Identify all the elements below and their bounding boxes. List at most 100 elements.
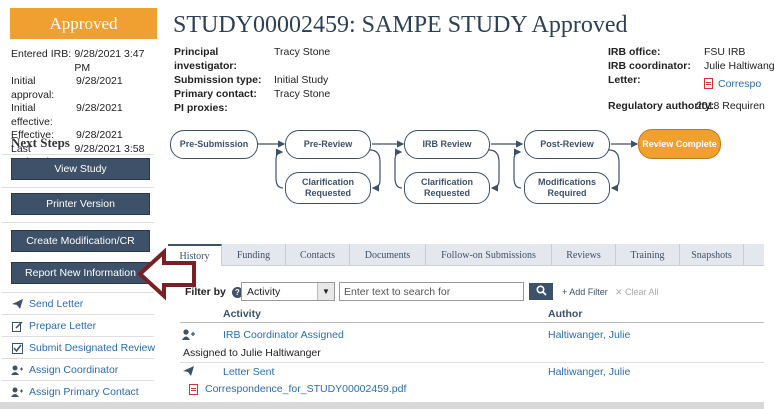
date-value: 9/28/2021 bbox=[76, 102, 123, 114]
primary-contact-value: Tracy Stone bbox=[274, 88, 331, 100]
printer-version-button[interactable]: Printer Version bbox=[11, 193, 150, 215]
study-details: Principal investigator: Tracy Stone Submi… bbox=[174, 45, 330, 115]
tab-follow-on-submissions[interactable]: Follow-on Submissions bbox=[426, 244, 552, 266]
divider bbox=[2, 358, 154, 359]
submit-designated-review-link[interactable]: Submit Designated Review bbox=[11, 342, 155, 354]
column-header-author[interactable]: Author bbox=[548, 308, 583, 320]
activity-detail: Assigned to Julie Haltiwanger bbox=[183, 347, 321, 359]
regulatory-value: 2018 Requiren bbox=[696, 100, 765, 112]
divider bbox=[180, 322, 764, 323]
report-new-information-button[interactable]: Report New Information bbox=[11, 262, 150, 284]
status-badge: Approved bbox=[10, 8, 157, 39]
letter-row: Letter: Correspo bbox=[608, 73, 775, 91]
tab-bar: History Funding Contacts Documents Follo… bbox=[168, 244, 764, 266]
activity-link[interactable]: IRB Coordinator Assigned bbox=[223, 329, 344, 341]
workflow-step-post-review: Post-Review bbox=[524, 130, 610, 159]
chevron-down-icon: ▼ bbox=[317, 283, 334, 300]
assign-coordinator-label: Assign Coordinator bbox=[29, 364, 119, 376]
search-button[interactable] bbox=[529, 283, 553, 300]
tab-training[interactable]: Training bbox=[616, 244, 680, 266]
column-header-activity[interactable]: Activity bbox=[223, 308, 261, 320]
divider bbox=[2, 292, 154, 293]
send-icon bbox=[183, 366, 194, 379]
workflow-step-pre-submission: Pre-Submission bbox=[170, 130, 258, 159]
divider bbox=[180, 362, 764, 363]
date-label: Initial approval: bbox=[11, 75, 55, 101]
prepare-letter-label: Prepare Letter bbox=[29, 320, 97, 332]
irb-coordinator-value: Julie Haltiwang bbox=[704, 60, 775, 72]
attachment-link[interactable]: Correspondence_for_STUDY00002459.pdf bbox=[205, 383, 407, 395]
filter-label-group: Filter by ? bbox=[185, 286, 243, 298]
divider bbox=[2, 154, 154, 155]
checkbox-icon bbox=[11, 342, 23, 354]
create-modification-button[interactable]: Create Modification/CR bbox=[11, 230, 150, 252]
horizontal-scrollbar[interactable] bbox=[0, 402, 764, 409]
regulatory-label: Regulatory authority: bbox=[608, 100, 715, 112]
add-filter-link[interactable]: + Add Filter bbox=[562, 287, 608, 297]
submission-type-value: Initial Study bbox=[274, 74, 329, 86]
help-icon[interactable]: ? bbox=[231, 286, 243, 298]
workflow-substep-clarification: Clarification Requested bbox=[404, 172, 490, 204]
submit-designated-review-label: Submit Designated Review bbox=[29, 342, 156, 354]
irb-office-value: FSU IRB bbox=[704, 46, 746, 58]
divider bbox=[2, 380, 154, 381]
date-row-entered: Entered IRB:9/28/2021 3:47 PM bbox=[11, 48, 161, 75]
tab-snapshots[interactable]: Snapshots bbox=[680, 244, 744, 266]
irb-office-row: IRB office: FSU IRB bbox=[608, 45, 775, 59]
workflow-step-irb-review: IRB Review bbox=[404, 130, 490, 159]
prepare-letter-link[interactable]: Prepare Letter bbox=[11, 320, 96, 332]
clear-all-link[interactable]: ✕ Clear All bbox=[615, 287, 659, 297]
divider bbox=[2, 314, 154, 315]
pi-value: Tracy Stone bbox=[274, 46, 331, 58]
divider bbox=[2, 222, 154, 223]
filter-select-value: Activity bbox=[247, 285, 281, 298]
letter-link[interactable]: Correspo bbox=[704, 73, 761, 91]
irb-coordinator-row: IRB coordinator: Julie Haltiwang bbox=[608, 59, 775, 73]
submission-type-label: Submission type: bbox=[174, 74, 262, 86]
send-letter-label: Send Letter bbox=[29, 298, 84, 310]
date-row-effective: Effective: 9/28/2021 bbox=[11, 129, 161, 143]
tab-reviews[interactable]: Reviews bbox=[552, 244, 616, 266]
date-label: Effective: bbox=[11, 129, 54, 141]
dates-panel: Entered IRB:9/28/2021 3:47 PM Initial ap… bbox=[11, 48, 161, 170]
tab-history[interactable]: History bbox=[168, 244, 222, 266]
workflow-substep-modifications: Modifications Required bbox=[524, 172, 610, 204]
letter-link-text: Correspo bbox=[718, 78, 762, 90]
pi-proxies-label: PI proxies: bbox=[174, 102, 228, 114]
view-study-button[interactable]: View Study bbox=[11, 158, 150, 180]
divider bbox=[2, 336, 154, 337]
date-value: 9/28/2021 bbox=[76, 129, 123, 141]
user-assign-icon bbox=[182, 329, 195, 343]
letter-label: Letter: bbox=[608, 74, 641, 86]
date-label: Initial effective: bbox=[11, 102, 53, 128]
filter-select[interactable]: Activity ▼ bbox=[241, 282, 335, 301]
pi-label: Principal investigator: bbox=[174, 46, 238, 72]
author-link[interactable]: Haltiwanger, Julie bbox=[548, 329, 631, 341]
author-link[interactable]: Haltiwanger, Julie bbox=[548, 366, 631, 378]
regulatory-row: Regulatory authority:2018 Requiren bbox=[608, 99, 775, 113]
page-title: STUDY00002459: SAMPE STUDY Approved bbox=[173, 12, 628, 38]
send-letter-link[interactable]: Send Letter bbox=[11, 298, 83, 310]
tab-contacts[interactable]: Contacts bbox=[286, 244, 350, 266]
irb-coordinator-label: IRB coordinator: bbox=[608, 60, 691, 72]
date-value: 9/28/2021 3:47 PM bbox=[74, 48, 145, 74]
date-row-initial-approval: Initial approval:9/28/2021 bbox=[11, 75, 161, 102]
irb-office-label: IRB office: bbox=[608, 46, 661, 58]
date-row-initial-effective: Initial effective: 9/28/2021 bbox=[11, 102, 161, 129]
pdf-file-icon bbox=[189, 384, 198, 395]
assign-coordinator-link[interactable]: Assign Coordinator bbox=[11, 364, 118, 376]
activity-link[interactable]: Letter Sent bbox=[223, 366, 275, 378]
workflow-step-review-complete: Review Complete bbox=[638, 129, 721, 159]
pdf-file-icon bbox=[704, 78, 713, 89]
tab-documents[interactable]: Documents bbox=[350, 244, 426, 266]
assign-primary-contact-label: Assign Primary Contact bbox=[29, 386, 139, 398]
divider bbox=[2, 187, 154, 188]
date-label: Entered IRB: bbox=[11, 48, 72, 60]
tab-funding[interactable]: Funding bbox=[222, 244, 286, 266]
user-assign-icon bbox=[11, 365, 23, 376]
primary-contact-row: Primary contact:Tracy Stone bbox=[174, 87, 330, 101]
assign-primary-contact-link[interactable]: Assign Primary Contact bbox=[11, 386, 139, 398]
filter-label: Filter by bbox=[185, 286, 226, 298]
search-input[interactable] bbox=[339, 282, 524, 301]
next-steps-heading: Next Steps bbox=[11, 135, 70, 150]
